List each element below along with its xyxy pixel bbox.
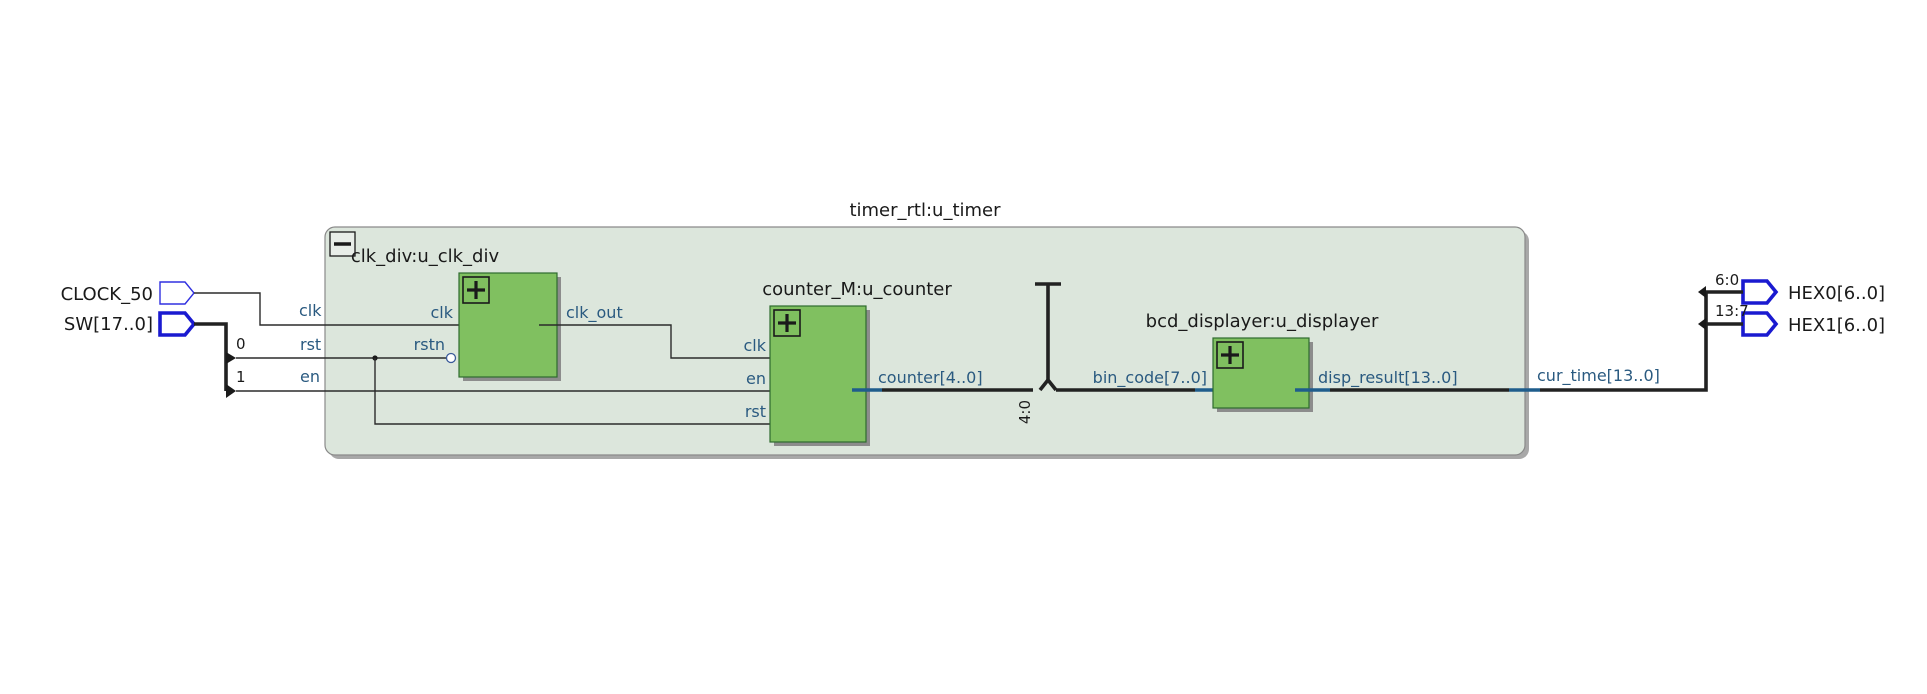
input-pin-clock-50[interactable]	[159, 281, 195, 305]
net-label-en: en	[300, 367, 320, 386]
hex0-range-label: 6:0	[1715, 271, 1739, 289]
clk-div-port-rstn: rstn	[414, 335, 445, 354]
bit-tap-1-arrow	[226, 384, 236, 398]
clk-div-port-clk-out: clk_out	[566, 303, 623, 323]
input-pin-sw[interactable]	[158, 311, 197, 337]
wire-clk-out	[539, 324, 778, 359]
wire-clock	[194, 292, 472, 326]
inverter-bubble	[445, 352, 457, 364]
clk-div-expand-icon[interactable]	[462, 276, 490, 304]
displayer-title: bcd_displayer:u_displayer	[1146, 311, 1379, 332]
displayer-port-in: bin_code[7..0]	[1093, 368, 1207, 388]
bus-sw	[194, 322, 228, 391]
counter-title: counter_M:u_counter	[762, 279, 952, 300]
input-label-sw: SW[17..0]	[64, 314, 153, 335]
counter-port-en: en	[746, 369, 766, 388]
hex1-range-label: 13:7	[1715, 302, 1749, 320]
wire-rst-to-counter	[374, 358, 778, 425]
bus-cur-time	[1540, 290, 1743, 392]
bit-tap-0-label: 0	[236, 335, 246, 353]
output-label-hex1: HEX1[6..0]	[1788, 315, 1885, 336]
hex0-tap-arrow	[1698, 286, 1706, 298]
net-label-clk: clk	[299, 301, 322, 320]
bit-tap-0-arrow	[226, 352, 236, 364]
output-pin-hex0[interactable]	[1741, 279, 1779, 305]
output-label-hex0: HEX0[6..0]	[1788, 283, 1885, 304]
input-label-clock-50: CLOCK_50	[61, 284, 153, 305]
output-pin-hex1[interactable]	[1741, 311, 1779, 337]
bus-slice-label: 4:0	[1016, 400, 1034, 424]
counter-port-out: counter[4..0]	[878, 368, 983, 387]
bus-ripper-join	[1038, 378, 1050, 392]
net-label-cur-time: cur_time[13..0]	[1537, 366, 1660, 386]
bit-tap-1-label: 1	[236, 368, 246, 386]
displayer-port-out: disp_result[13..0]	[1318, 368, 1458, 388]
clk-div-title: clk_div:u_clk_div	[351, 246, 500, 267]
counter-port-clk: clk	[743, 336, 766, 355]
counter-expand-icon[interactable]	[773, 309, 801, 337]
clk-div-port-clk: clk	[430, 303, 453, 322]
collapse-button[interactable]	[329, 231, 356, 257]
displayer-expand-icon[interactable]	[1216, 341, 1244, 369]
counter-port-rst: rst	[745, 402, 766, 421]
net-label-rst: rst	[300, 335, 321, 354]
hex1-tap-arrow	[1698, 318, 1706, 330]
timer-module-title: timer_rtl:u_timer	[849, 200, 1001, 221]
